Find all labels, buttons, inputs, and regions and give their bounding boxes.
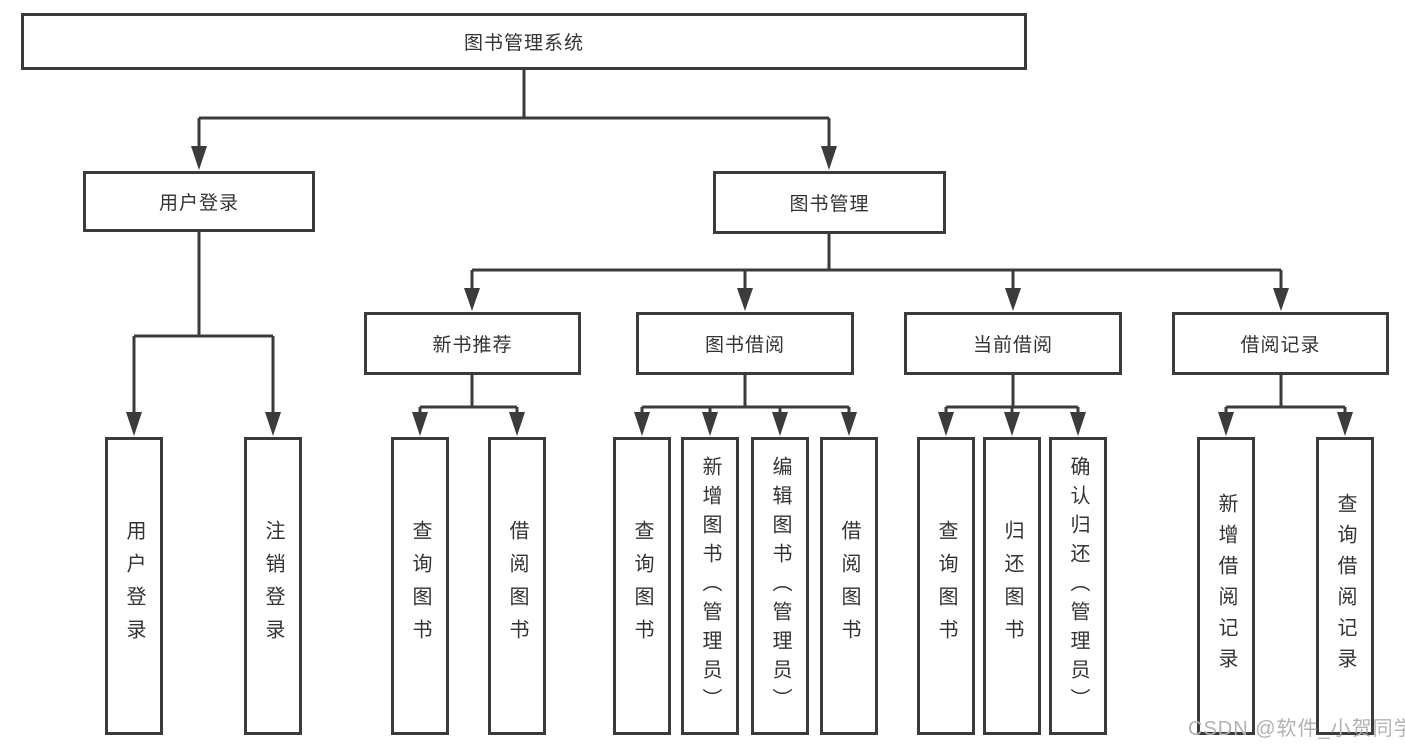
node-label: 查询图书	[631, 520, 653, 652]
leaf-logout: 注销登录	[244, 437, 302, 735]
leaf-query-books-current: 查询图书	[917, 437, 975, 735]
leaf-return-books: 归还图书	[983, 437, 1041, 735]
node-label: 查询图书	[409, 520, 431, 652]
node-label: 用户登录	[123, 520, 145, 652]
node-label: 用户登录	[158, 193, 239, 214]
leaf-query-books-borrow: 查询图书	[613, 437, 671, 735]
leaf-borrow-books: 借阅图书	[820, 437, 878, 735]
node-book-management: 图书管理	[713, 171, 946, 234]
node-label: 查询图书	[935, 520, 957, 652]
node-root: 图书管理系统	[21, 13, 1027, 70]
node-label: 注销登录	[262, 520, 284, 652]
node-label: 借阅记录	[1240, 335, 1321, 356]
leaf-add-books-admin: 新增图书（管理员）	[681, 437, 739, 735]
node-book-borrow: 图书借阅	[636, 312, 854, 375]
leaf-add-borrow-record: 新增借阅记录	[1197, 437, 1255, 735]
node-label: 新增借阅记录	[1215, 493, 1237, 679]
leaf-user-login: 用户登录	[105, 437, 163, 735]
node-label: 查询借阅记录	[1334, 493, 1356, 679]
node-label: 借阅图书	[506, 520, 528, 652]
node-user-login: 用户登录	[83, 171, 315, 232]
csdn-watermark: CSDN @软件_小贺同学	[1188, 718, 1405, 740]
node-current-borrow: 当前借阅	[904, 312, 1122, 375]
node-label: 图书管理系统	[463, 33, 584, 54]
leaf-query-books-recommend: 查询图书	[391, 437, 449, 735]
node-label: 归还图书	[1001, 520, 1023, 652]
node-label: 确认归还（管理员）	[1067, 455, 1089, 717]
leaf-borrow-books-recommend: 借阅图书	[488, 437, 546, 735]
node-borrow-records: 借阅记录	[1172, 312, 1389, 375]
node-label: 图书借阅	[704, 335, 785, 356]
node-label: 编辑图书（管理员）	[769, 455, 791, 717]
node-label: 当前借阅	[972, 335, 1053, 356]
leaf-confirm-return-admin: 确认归还（管理员）	[1049, 437, 1107, 735]
node-new-book-recommend: 新书推荐	[364, 312, 581, 375]
leaf-query-borrow-record: 查询借阅记录	[1316, 437, 1374, 735]
node-label: 借阅图书	[838, 520, 860, 652]
node-label: 图书管理	[789, 194, 870, 215]
node-label: 新书推荐	[432, 335, 513, 356]
leaf-edit-books-admin: 编辑图书（管理员）	[751, 437, 809, 735]
node-label: 新增图书（管理员）	[699, 455, 721, 717]
